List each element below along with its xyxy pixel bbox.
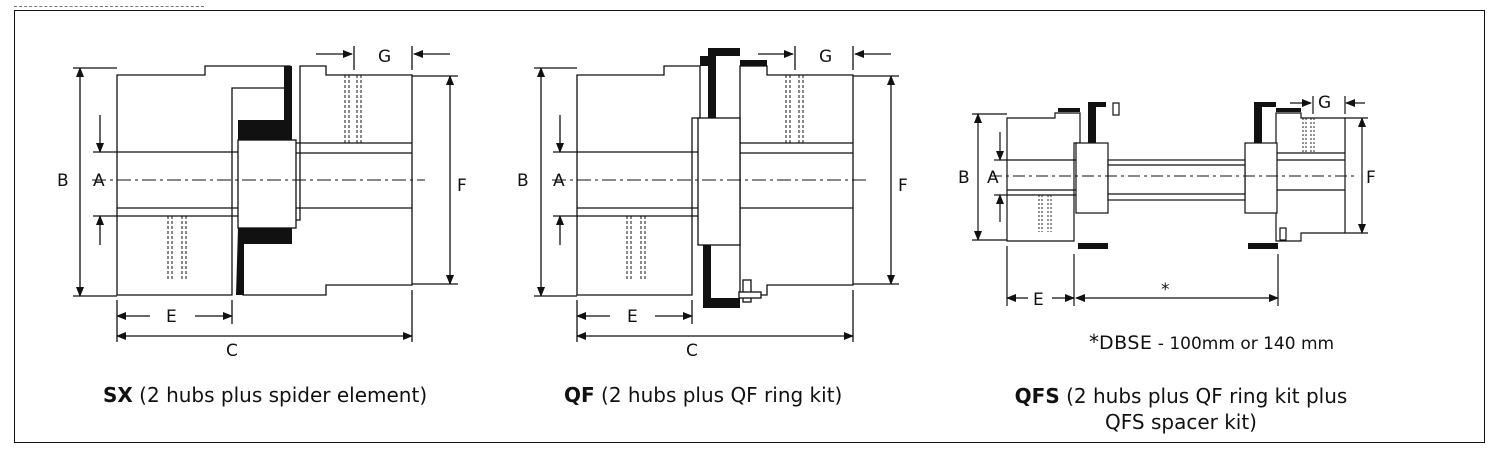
qfs-note-label: DBSE xyxy=(1099,332,1153,354)
qfs-note-text: - 100mm or 140 mm xyxy=(1152,334,1335,354)
sx-label-C: C xyxy=(226,341,238,361)
qfs-label-E: E xyxy=(1033,290,1044,310)
qf-ring-bottom xyxy=(703,245,740,308)
qfs-caption-line2: QFS spacer kit) xyxy=(1105,410,1257,434)
sx-caption-text: (2 hubs plus spider element) xyxy=(132,383,428,407)
qf-drawing xyxy=(534,46,899,342)
qfs-right-hub xyxy=(1275,112,1346,242)
qf-label-E: E xyxy=(627,307,638,327)
sx-drawing xyxy=(73,46,458,342)
sx-caption-bold: SX xyxy=(103,383,133,407)
sx-label-G: G xyxy=(378,47,391,67)
qfs-label-F: F xyxy=(1366,168,1376,188)
sx-spider-top xyxy=(238,66,292,140)
qf-label-A: A xyxy=(553,171,565,191)
sx-label-E: E xyxy=(166,307,177,327)
sx-label-A: A xyxy=(93,171,105,191)
qfs-drawing xyxy=(972,96,1368,306)
qf-caption-text: (2 hubs plus QF ring kit) xyxy=(594,383,843,407)
qf-ring-top2 xyxy=(700,56,708,66)
sx-label-B: B xyxy=(57,171,69,191)
top-edge-stub xyxy=(14,0,204,7)
qfs-caption-text: (2 hubs plus QF ring kit plus xyxy=(1059,384,1348,408)
qf-label-G: G xyxy=(819,47,832,67)
sx-caption: SX (2 hubs plus spider element) xyxy=(103,383,427,407)
sx-label-F: F xyxy=(457,176,467,196)
figure-frame xyxy=(14,10,1485,443)
qf-caption-bold: QF xyxy=(564,383,595,407)
qfs-note-star: * xyxy=(1089,330,1099,354)
qfs-caption: QFS (2 hubs plus QF ring kit plus QFS sp… xyxy=(986,383,1376,435)
qf-label-F: F xyxy=(898,176,908,196)
qf-label-C: C xyxy=(686,341,698,361)
sx-spider-bottom xyxy=(236,228,292,295)
qfs-label-A: A xyxy=(987,168,999,188)
qfs-dbse-note: *DBSE - 100mm or 140 mm xyxy=(1089,330,1334,354)
qfs-caption-line1: QFS (2 hubs plus QF ring kit plus xyxy=(986,383,1376,409)
qf-ring-top xyxy=(708,48,740,118)
qfs-label-star: * xyxy=(1161,280,1170,300)
qf-label-B: B xyxy=(517,171,529,191)
qf-caption: QF (2 hubs plus QF ring kit) xyxy=(564,383,842,407)
qfs-label-B: B xyxy=(958,168,970,188)
qfs-caption-bold: QFS xyxy=(1014,384,1060,408)
qfs-left-hub xyxy=(1006,112,1081,242)
qfs-label-G: G xyxy=(1318,93,1331,113)
